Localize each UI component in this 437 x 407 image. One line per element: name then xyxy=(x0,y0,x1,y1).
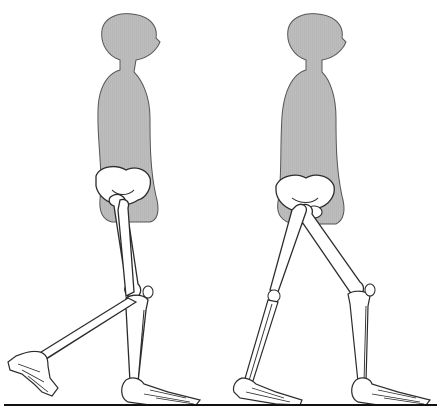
right-front-tibia xyxy=(348,291,370,382)
right-rear-foot xyxy=(233,378,302,405)
left-figure xyxy=(8,14,200,405)
left-stance-tibia xyxy=(126,295,148,382)
right-figure xyxy=(233,14,430,405)
left-stance-foot xyxy=(122,378,200,405)
right-front-foot xyxy=(352,378,430,405)
left-trailing-foot xyxy=(8,351,58,396)
left-trailing-tibia xyxy=(38,298,136,360)
